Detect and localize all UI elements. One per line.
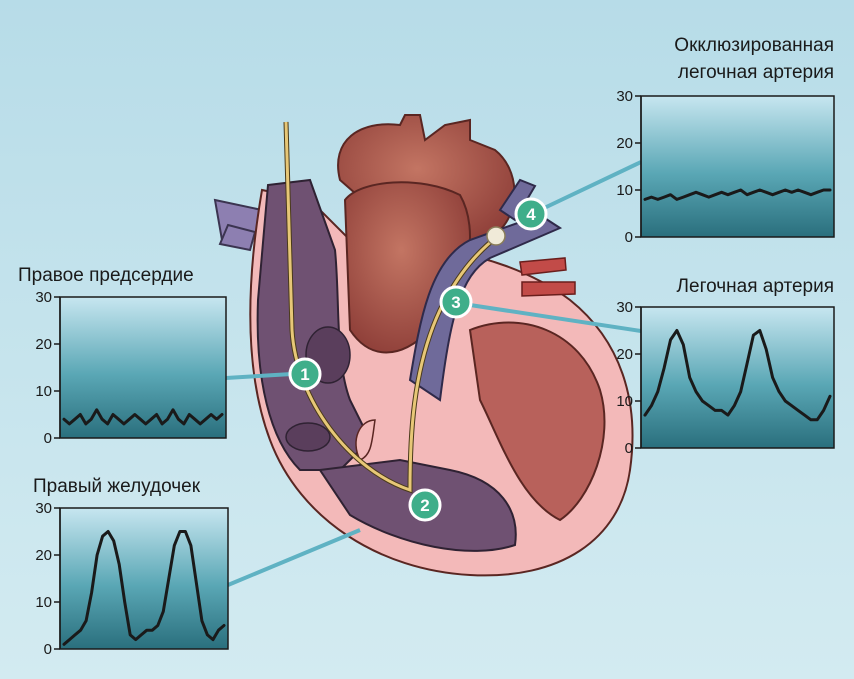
wedge-tick-label-0: 0 bbox=[625, 229, 633, 246]
catheter-balloon bbox=[487, 227, 505, 245]
badge-4-label: 4 bbox=[526, 205, 536, 224]
right-atrium-tick-label-30: 30 bbox=[35, 289, 52, 306]
label-wedge-line1: Окклюзированная bbox=[674, 35, 834, 56]
label-pulmonary-artery: Легочная артерия bbox=[677, 276, 834, 297]
right-ventricle-tick-label-0: 0 bbox=[44, 641, 52, 658]
badge-1: 1 bbox=[290, 359, 320, 389]
wedge-tick-label-20: 20 bbox=[616, 135, 633, 152]
pulmonary-artery-tick-label-0: 0 bbox=[625, 440, 633, 457]
right-ventricle-tick-label-10: 10 bbox=[35, 594, 52, 611]
pulmonary-artery-tick-label-20: 20 bbox=[616, 346, 633, 363]
badge-3-label: 3 bbox=[451, 293, 460, 312]
wedge-tick-label-10: 10 bbox=[616, 182, 633, 199]
badge-2-label: 2 bbox=[420, 496, 429, 515]
right-atrium-plot-area bbox=[60, 297, 226, 438]
label-right-ventricle: Правый желудочек bbox=[33, 476, 201, 497]
label-right-atrium: Правое предсердие bbox=[18, 265, 194, 286]
chart-pulmonary-artery: 0 10 20 30 bbox=[616, 299, 834, 457]
atrial-lumen-lower bbox=[286, 423, 330, 451]
right-atrium-tick-label-0: 0 bbox=[44, 430, 52, 447]
right-atrium-tick-label-10: 10 bbox=[35, 383, 52, 400]
pulmonary-artery-tick-label-30: 30 bbox=[616, 299, 633, 316]
right-atrium-tick-label-20: 20 bbox=[35, 336, 52, 353]
pulmonary-artery-plot-area bbox=[641, 307, 834, 448]
chart-wedge: 0 10 20 30 bbox=[616, 88, 834, 246]
wedge-plot-area bbox=[641, 96, 834, 237]
right-ventricle-tick-label-20: 20 bbox=[35, 547, 52, 564]
chart-right-atrium: 0 10 20 30 bbox=[35, 289, 226, 447]
right-ventricle-plot-area bbox=[60, 508, 228, 649]
badge-3: 3 bbox=[441, 287, 471, 317]
pulmonary-artery-tick-label-10: 10 bbox=[616, 393, 633, 410]
badge-4: 4 bbox=[516, 199, 546, 229]
badge-1-label: 1 bbox=[300, 365, 309, 384]
wedge-tick-label-30: 30 bbox=[616, 88, 633, 105]
badge-2: 2 bbox=[410, 490, 440, 520]
chart-right-ventricle: 0 10 20 30 bbox=[35, 500, 228, 658]
label-wedge-line2: легочная артерия bbox=[678, 62, 834, 83]
right-ventricle-tick-label-30: 30 bbox=[35, 500, 52, 517]
pulmonary-vein-2 bbox=[522, 282, 575, 296]
